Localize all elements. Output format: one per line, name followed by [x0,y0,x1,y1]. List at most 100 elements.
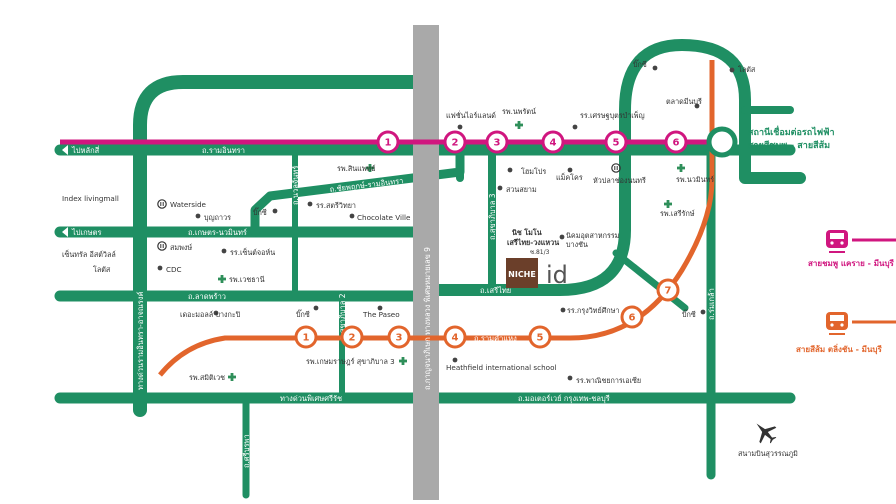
project-name-2: เสรีไทย-วงแหวน [507,238,559,247]
poi-label: นิคมอุตสาหกรรม [566,231,620,240]
poi-label: CDC [166,265,182,274]
poi-dot-icon [272,208,278,214]
poi-label: หัวปลาช่องนนทรี [593,176,646,185]
poi-makro: แม็คโคร [556,167,583,182]
poi-dot-icon [213,310,219,316]
pink-station-number: 5 [613,138,620,149]
poi-label: รพ.นวมินทร์ [676,175,714,184]
hospital-cross-icon [366,164,374,172]
poi-label: บิ๊กซี [682,309,696,319]
poi-label: The Paseo [362,310,400,319]
orange-station-2: 2 [340,325,364,349]
poi-kanchanapisek-school: รร.เศรษฐบุตรบำเพ็ญ [572,110,645,130]
pink-station-3: 3 [485,130,509,154]
label-kaset: ถ.เกษตร-นวมินทร์ [188,228,247,237]
poi-dot-icon [452,357,458,363]
poi-sinphaet: รพ.สินแพทย์ [337,164,376,173]
label-motorway: ถ.มอเตอร์เวย์ กรุงเทพ-ชลบุรี [518,394,610,403]
id-logo: id [546,261,568,289]
label-sukhapiban: ถ.สุขาภิบาล 2 [338,293,347,340]
poi-kasemrad: รพ.เกษมราษฎร์ สุขาภิบาล 3 [306,357,407,366]
hospital-cross-icon [399,357,407,365]
poi-vejthani: รพ.เวชธานี [218,275,265,284]
svg-text:ไปเกษตร: ไปเกษตร [71,228,101,237]
orange-station-number: 1 [303,333,310,344]
hospital-cross-icon [218,275,226,283]
poi-label: บางชัน [566,240,588,249]
shopping-icon [157,241,167,251]
poi-label: เซ็นทรัล อีสต์วิลล์ [62,249,116,259]
orange-station-3: 3 [387,325,411,349]
orange-train-icon [826,312,848,335]
pink-station-number: 2 [452,138,459,149]
poi-lotus-left: โลตัส [93,265,111,274]
expressway-left [133,75,427,417]
poi-kanchana-school: รร.กรุงวิทย์ศึกษา [560,306,619,315]
hospital-cross-icon [228,373,236,381]
poi-label: รร.เศรษฐบุตรบำเพ็ญ [580,110,645,120]
poi-label: โลตัส [93,265,111,274]
hospital-cross-icon [664,200,672,208]
pink-station-number: 6 [673,138,680,149]
expressway-kanchanapisek [413,25,439,500]
project-marker: นิช โมโน เสรีไทย-วงแหวน ซ.81/3 NICHE id [506,228,568,289]
poi-the-mall: เดอะมอลล์ บางกะปิ [180,310,241,319]
poi-fashion-island: แฟชั่นไอร์แลนด์ [446,111,496,130]
label-kanchanapisek: ถ.กาญจนาภิเษก ทางหลวง พิเศษหมายเลข 9 [423,247,432,390]
poi-cdc: CDC [157,265,182,274]
poi-dot-icon [700,309,706,315]
orange-station-number: 4 [452,333,459,344]
poi-bukkawan: บุญถาวร [195,213,231,222]
svg-text:ไปหลักสี่: ไปหลักสี่ [71,145,100,155]
poi-label: สมพงษ์ [170,243,192,252]
label-expressway-left: ทางด่วนรามอินทรา-อาจณรงค์ [136,291,145,390]
poi-label: Heathfield international school [446,363,556,372]
poi-big-c-top: บิ๊กซี [633,59,658,71]
poi-label: บิ๊กซี [296,309,310,319]
label-expressway-bottom: ทางด่วนพิเศษศรีรัช [280,394,342,403]
label-chatuchot: ถ.ชัยพฤกษ์-รามอินทรา [329,176,404,194]
legend-pink: สายชมพู แคราย - มีนบุรี [808,230,896,269]
poi-sompong: สมพงษ์ [157,241,192,252]
poi-chocolate-ville: Chocolate Ville [349,213,411,222]
poi-label: สวนสยาม [506,185,537,194]
poi-nawamin-hosp: รพ.นวมินทร์ [676,164,714,184]
poi-minburi-market: ตลาดมีนบุรี [666,97,702,109]
pink-station-1: 1 [376,130,400,154]
shopping-icon [611,163,621,173]
poi-label: รร.กรุงวิทย์ศึกษา [567,306,619,315]
poi-dot-icon [729,67,735,73]
label-nakhon: ถ.นวลจันทร์ [291,166,300,205]
pink-station-number: 1 [385,138,392,149]
label-ladprao: ถ.ลาดพร้าว [188,292,226,301]
poi-label: โลตัส [738,65,756,74]
poi-label: ตลาดมีนบุรี [666,97,702,106]
poi-nawamin-school: รร.เซ็นต์จอห์น [221,247,275,257]
poi-dot-icon [572,124,578,130]
poi-dot-icon [652,65,658,71]
poi-dot-icon [307,201,313,207]
label-ramintra: ถ.รามอินทรา [202,146,245,155]
orange-station-number: 2 [349,333,356,344]
poi-label: รพ.เวชธานี [229,275,265,284]
pink-station-5: 5 [604,130,628,154]
orange-station-number: 7 [665,286,672,297]
poi-dot-icon [560,307,566,313]
project-name-1: นิช โมโน [512,228,542,237]
poi-big-c-right: บิ๊กซี [682,309,706,319]
airplane-icon [756,423,777,444]
poi-label: แม็คโคร [556,172,583,182]
points-of-interest: แฟชั่นไอร์แลนด์ รพ.นพรัตน์ รร.เศรษฐบุตรบำเ… [62,59,756,385]
poi-label: Chocolate Ville [357,213,411,222]
pink-station-4: 4 [541,130,565,154]
poi-label: รร.เซ็นต์จอห์น [230,247,275,257]
poi-label: รพ.เกษมราษฎร์ สุขาภิบาล 3 [306,357,395,366]
orange-station-5: 5 [528,325,552,349]
poi-satriwit: รร.สตรีวิทยา [307,201,356,210]
poi-label: บุญถาวร [204,213,231,222]
poi-nopparat: รพ.นพรัตน์ [502,107,536,129]
pink-station-number: 3 [494,138,501,149]
poi-central: เซ็นทรัล อีสต์วิลล์ [62,249,116,259]
hospital-cross-icon [677,164,685,172]
